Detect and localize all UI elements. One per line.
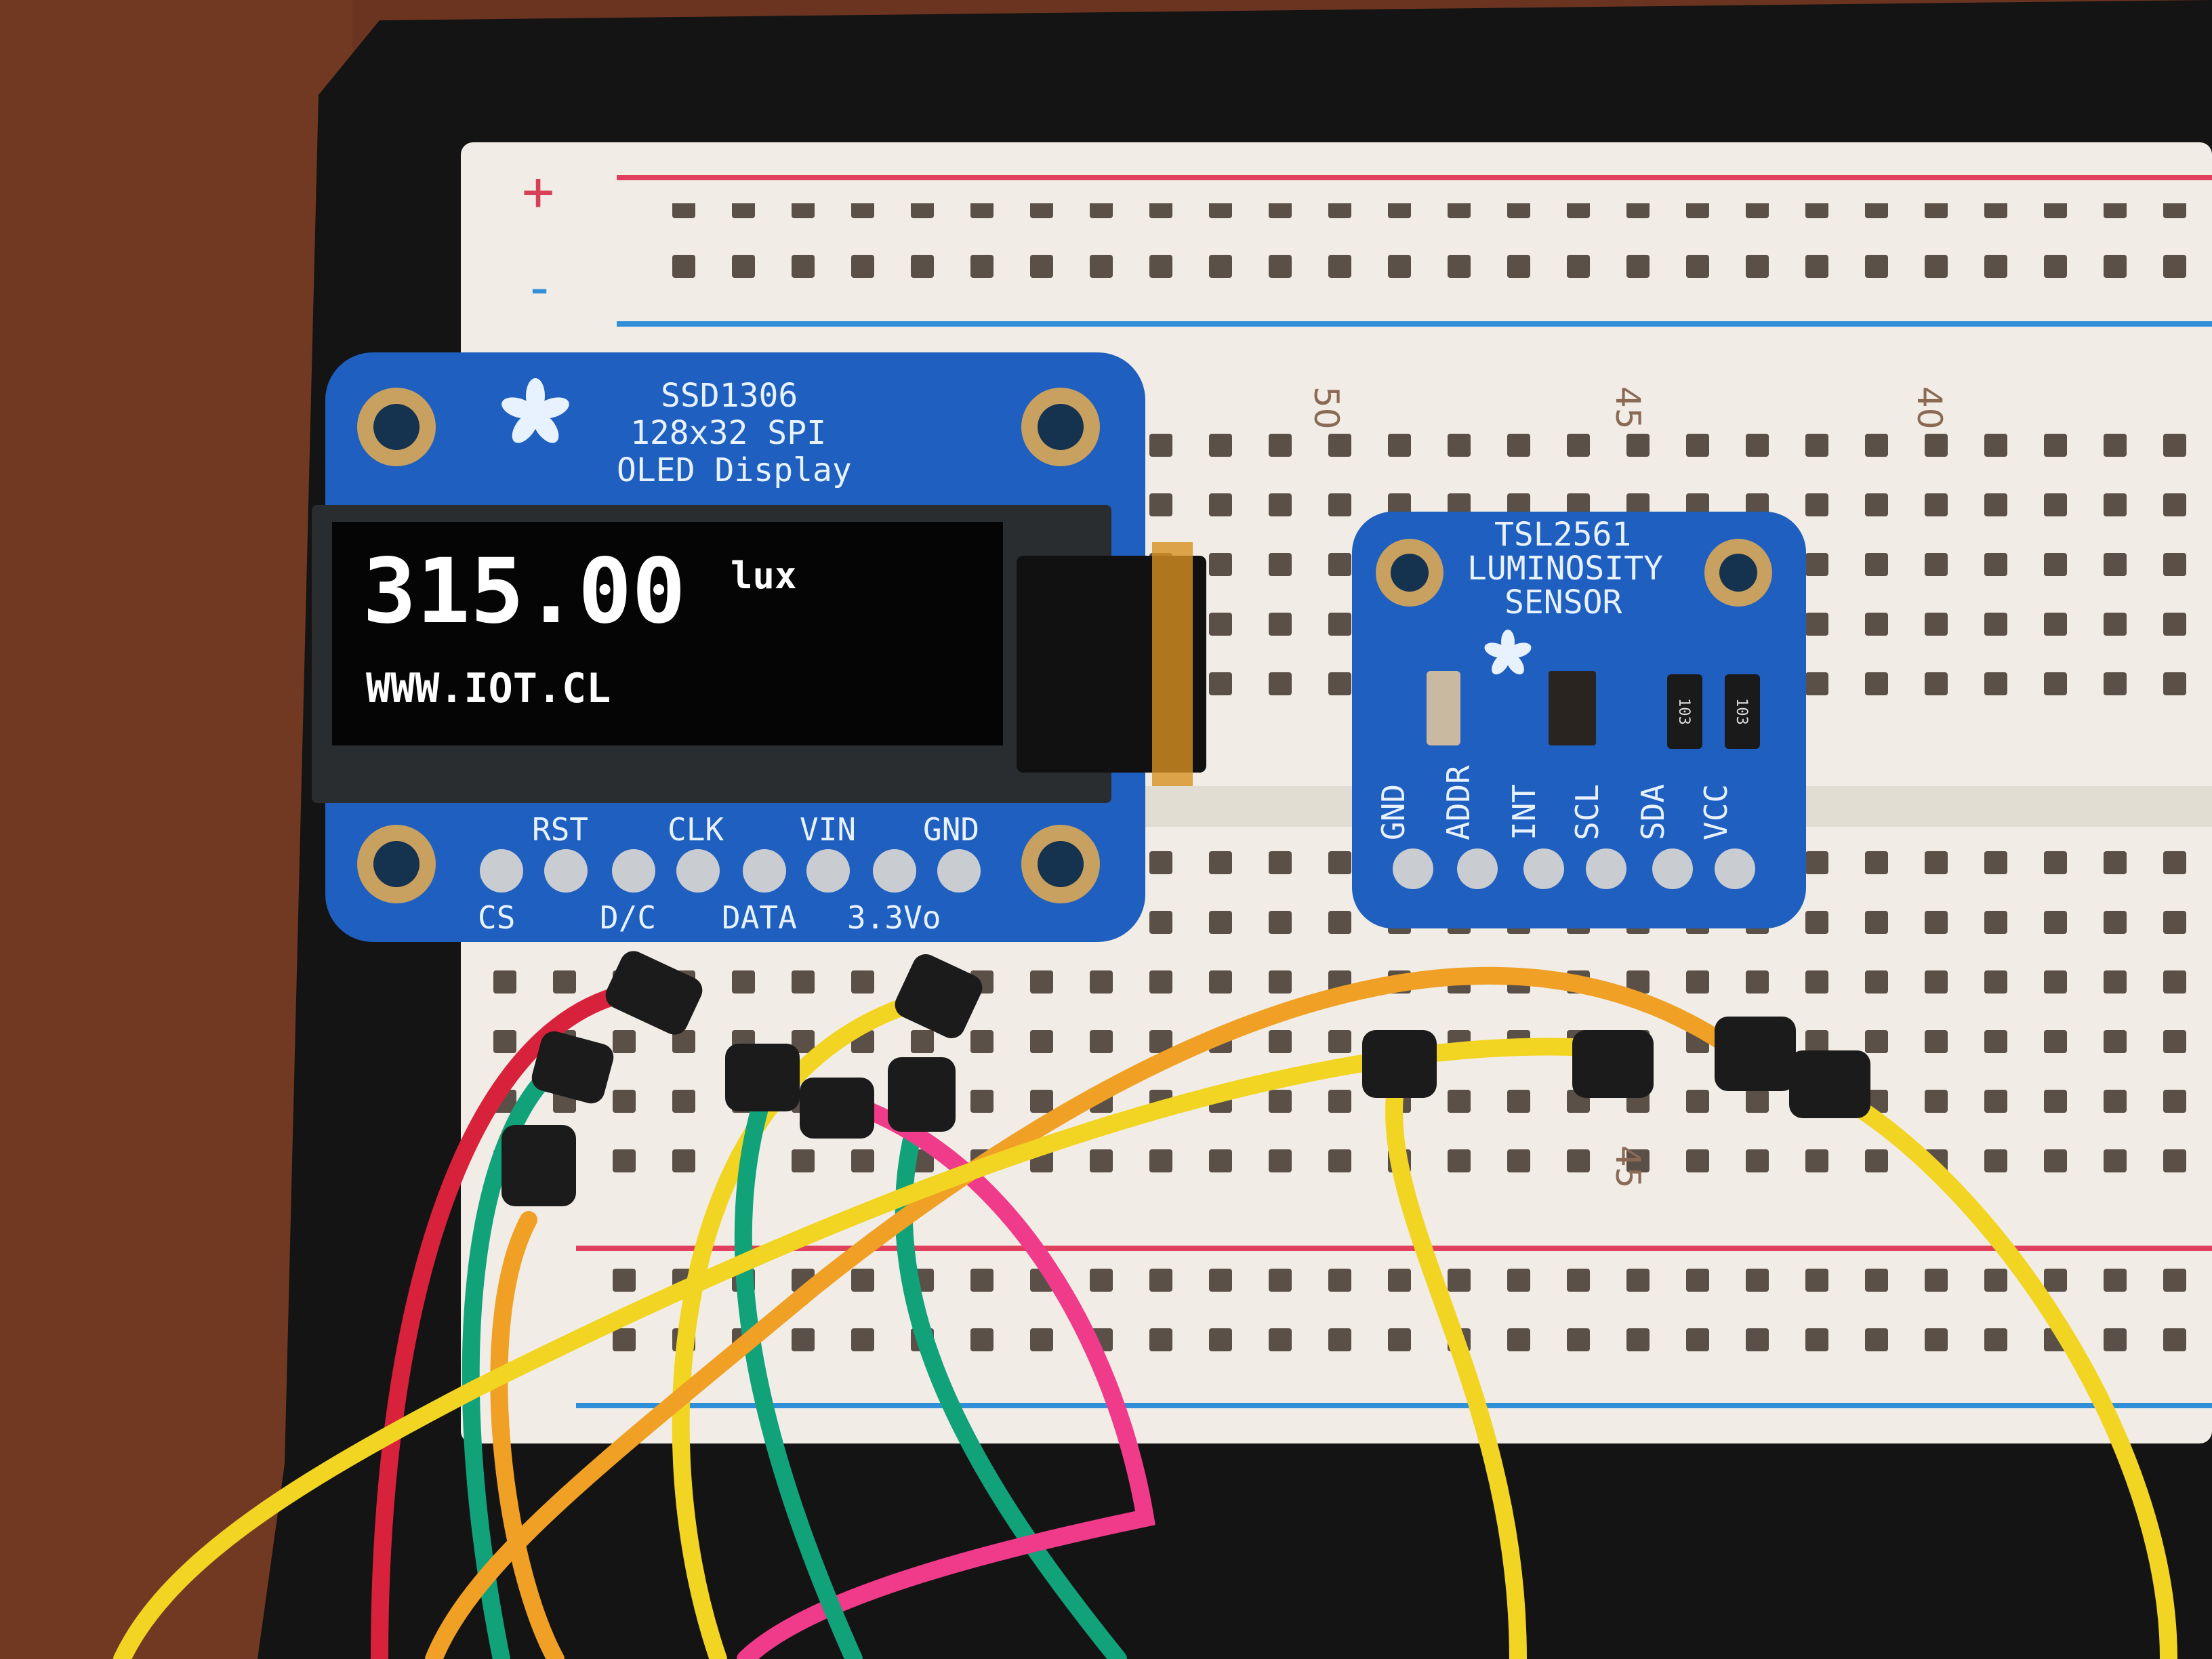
rail-plus-label: + — [522, 160, 554, 223]
resistor-mark: 103 — [1675, 698, 1692, 725]
rail-holes-bottom — [596, 1267, 2212, 1376]
oled-url: WWW.IOT.CL — [366, 665, 611, 712]
rail-holes-top — [637, 203, 2212, 305]
oled-board: SSD1306 128x32 SPI OLED Display 315.00 l… — [312, 352, 1206, 942]
wire-orange — [490, 1211, 565, 1659]
flower-logo-icon — [1484, 630, 1532, 675]
oled-pin-label: 3.3Vo — [847, 899, 941, 936]
wire-green — [895, 1076, 1127, 1659]
oled-pin-label: GND — [923, 811, 979, 848]
sensor-pin-label: SCL — [1569, 784, 1605, 840]
oled-title-line1: SSD1306 — [661, 377, 798, 415]
oled-title-line2: 128x32 SPI — [630, 414, 826, 452]
column-number: 50 — [1307, 386, 1346, 430]
sensor-title-line3: SENSOR — [1504, 583, 1622, 621]
wire-red — [371, 981, 659, 1659]
oled-screen — [332, 522, 1003, 745]
flower-logo-icon — [501, 378, 569, 443]
oled-pin-label: CLK — [668, 811, 724, 848]
capacitor — [1427, 671, 1460, 745]
sensor-pin-label: ADDR — [1440, 765, 1477, 840]
sensor-pin-label: INT — [1506, 784, 1542, 840]
wire-green — [462, 1048, 578, 1659]
sensor-pin-label: SDA — [1635, 784, 1671, 840]
sensor-title-line2: LUMINOSITY — [1467, 550, 1663, 588]
oled-pin-label: DATA — [722, 899, 797, 936]
wire-yellow — [113, 1038, 1635, 1659]
column-number: 45 — [1608, 1145, 1647, 1189]
wire-yellow — [1807, 1076, 2177, 1659]
wire-orange — [425, 966, 1744, 1659]
wire-yellow — [672, 987, 951, 1659]
column-number: 40 — [1910, 386, 1949, 430]
oled-pin-label: D/C — [600, 899, 656, 936]
resistor — [1725, 674, 1760, 749]
rail-minus-line-top — [617, 321, 2212, 327]
column-number: 45 — [1608, 386, 1647, 430]
wire-yellow — [1385, 1076, 1527, 1659]
wire-green — [734, 1103, 863, 1659]
wire-connectors — [501, 951, 1870, 1206]
wire-pink — [737, 1089, 1155, 1659]
oled-title-line3: OLED Display — [617, 451, 852, 489]
rail-minus-label: - — [523, 256, 556, 319]
oled-reading: 315.00 — [363, 539, 686, 644]
rail-minus-line-bottom — [576, 1403, 2212, 1408]
oled-pin-header — [480, 849, 981, 893]
sensor-pin-label: VCC — [1698, 784, 1734, 840]
sensor-pin-label: GND — [1375, 784, 1412, 840]
sensor-board: TSL2561 LUMINOSITY SENSOR 103 103 GND AD… — [1352, 512, 1806, 928]
sensor-chip — [1549, 671, 1596, 745]
oled-pin-label: VIN — [800, 811, 856, 848]
resistor-mark: 103 — [1733, 698, 1750, 725]
sensor-title-line1: TSL2561 — [1494, 516, 1631, 554]
oled-unit: lux — [731, 554, 797, 597]
oled-pin-label: CS — [478, 899, 515, 936]
sensor-pin-header — [1393, 848, 1755, 889]
oled-pin-label: RST — [532, 811, 588, 848]
rail-plus-line-top — [617, 175, 2212, 180]
resistor — [1667, 674, 1702, 749]
rail-plus-line-bottom — [576, 1246, 2212, 1251]
jumper-wires — [113, 966, 2177, 1659]
